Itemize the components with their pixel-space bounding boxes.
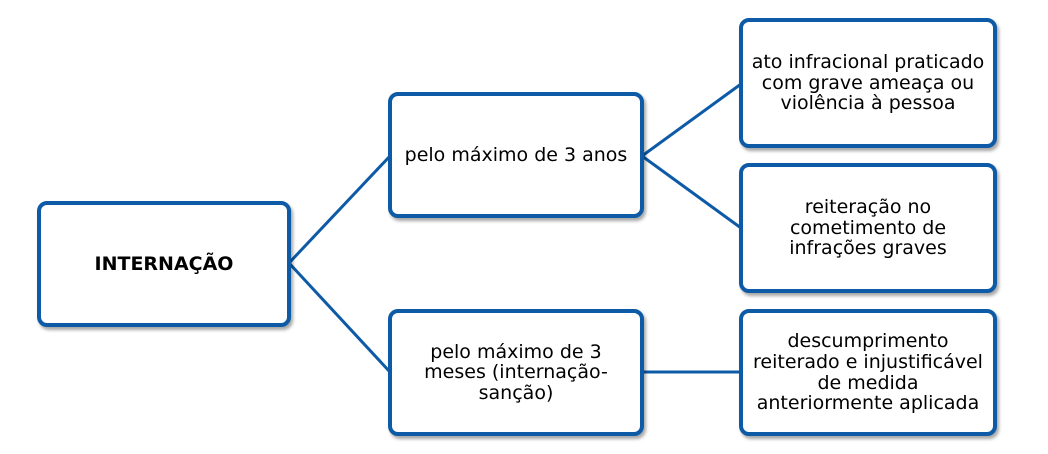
node-maximo-3-meses: pelo máximo de 3 meses (internação-sançã… xyxy=(388,309,644,436)
node-ato-infracional-label: ato infracional praticado com grave amea… xyxy=(751,51,985,115)
node-descumprimento: descumprimento reiterado e injustificáve… xyxy=(739,309,997,436)
node-maximo-3-anos-label: pelo máximo de 3 anos xyxy=(404,143,628,166)
node-maximo-3-meses-label: pelo máximo de 3 meses (internação-sançã… xyxy=(424,340,608,404)
connector-root-to-anos xyxy=(287,154,392,265)
node-reiteracao-label: reiteração no cometimento de infrações g… xyxy=(789,196,947,260)
node-internacao-label: INTERNAÇÃO xyxy=(94,252,234,275)
node-internacao: INTERNAÇÃO xyxy=(37,201,291,327)
node-ato-infracional: ato infracional praticado com grave amea… xyxy=(739,18,997,148)
node-reiteracao: reiteração no cometimento de infrações g… xyxy=(739,163,997,293)
connector-root-to-meses xyxy=(287,261,392,374)
connector-anos-to-reiteracao xyxy=(641,154,742,230)
node-descumprimento-label: descumprimento reiterado e injustificáve… xyxy=(753,330,983,415)
node-maximo-3-anos: pelo máximo de 3 anos xyxy=(388,92,644,218)
connector-anos-to-ato xyxy=(641,82,742,158)
